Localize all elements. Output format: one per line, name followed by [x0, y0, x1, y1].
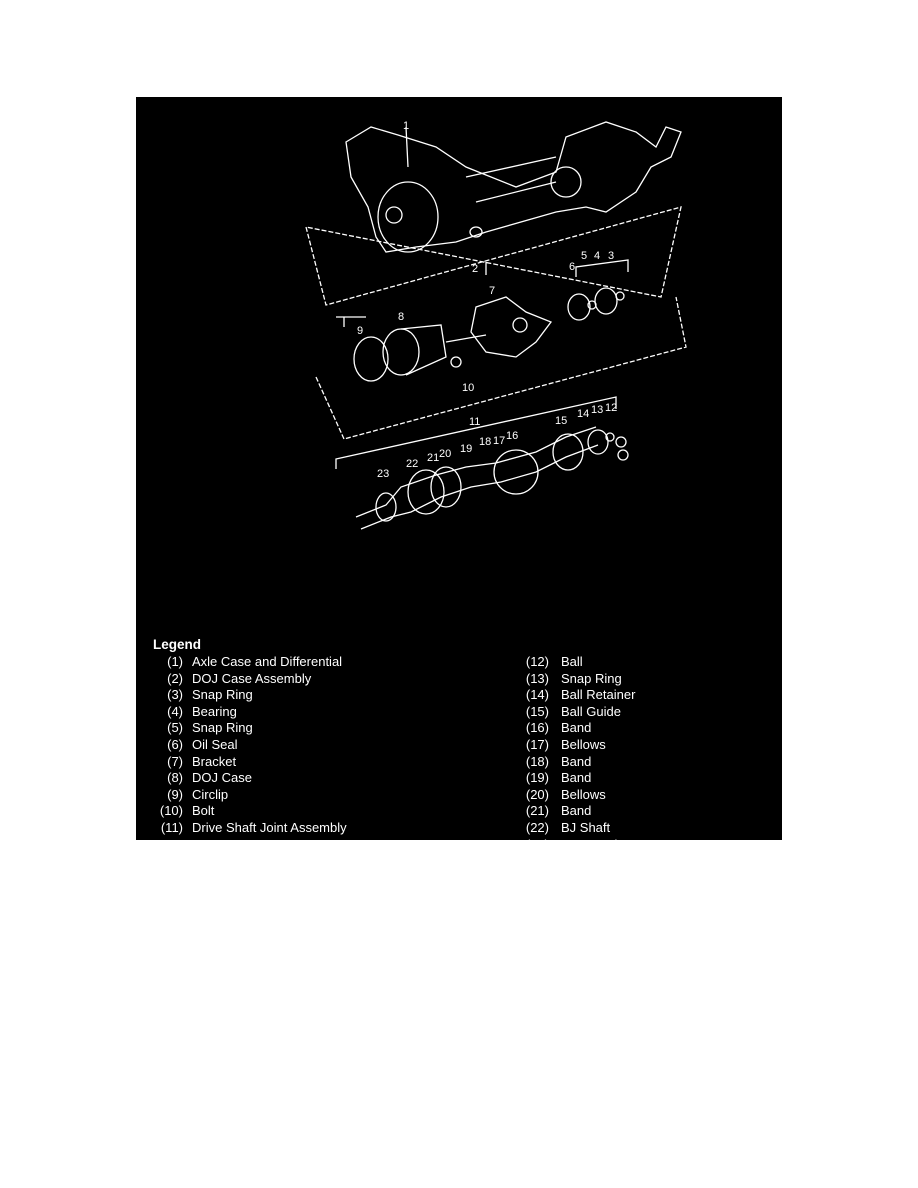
- legend-item-number: (19): [525, 770, 549, 786]
- legend-item-label: Dust Seal: [561, 836, 618, 852]
- legend-item-label: Band: [561, 753, 592, 769]
- callout-7: 7: [489, 285, 495, 297]
- legend-item: (20) Bellows: [136, 787, 782, 803]
- legend-item-label: Ball Retainer: [561, 687, 636, 703]
- legend-item-label: Oil Seal: [192, 737, 238, 752]
- legend-item-label: Bellows: [561, 786, 606, 802]
- callout-2: 2: [472, 263, 478, 275]
- callout-6: 6: [569, 261, 575, 273]
- callout-23: 23: [377, 468, 389, 480]
- legend-item: (15) Ball Guide: [136, 704, 782, 720]
- callout-3: 3: [608, 250, 614, 262]
- legend-item: (11) Drive Shaft Joint Assembly: [136, 820, 782, 836]
- legend-item-number: (9): [167, 786, 183, 802]
- legend-item-number: (2): [167, 670, 183, 686]
- callout-13: 13: [591, 404, 603, 416]
- drive-shaft-exploded-diagram: 1 2 3 4 5 6 7 8 9 10 11 12 13 14 15 16 1…: [305, 120, 687, 530]
- callout-14: 14: [577, 408, 589, 420]
- legend-item: (18) Band: [136, 754, 782, 770]
- legend-item: (23) Dust Seal: [136, 837, 782, 853]
- legend-item-number: (15): [525, 703, 549, 719]
- legend-item: (2) DOJ Case Assembly: [136, 671, 782, 687]
- legend-item-label: Snap Ring: [192, 687, 253, 703]
- legend-item-number: (13): [525, 670, 549, 686]
- legend-item-label: Snap Ring: [192, 720, 253, 736]
- legend-item-label: Bracket: [192, 753, 237, 769]
- legend-item-number: (18): [525, 753, 549, 769]
- callout-17: 17: [493, 435, 505, 447]
- callout-8: 8: [398, 311, 404, 323]
- callout-9: 9: [357, 325, 363, 337]
- legend-item-label: Snap Ring: [561, 670, 622, 686]
- legend-item: (5) Snap Ring: [136, 720, 782, 736]
- legend-item-number: (1): [167, 654, 183, 669]
- callout-22: 22: [406, 458, 418, 470]
- legend-item: (3) Snap Ring: [136, 687, 782, 703]
- callout-16: 16: [506, 430, 518, 442]
- legend-item-number: (4): [167, 703, 183, 719]
- legend-item: (7) Bracket: [136, 754, 782, 770]
- legend-item: (19) Band: [136, 770, 782, 786]
- legend-item-number: (7): [167, 753, 183, 769]
- legend-item-number: (23): [525, 836, 549, 852]
- callout-5: 5: [581, 250, 587, 262]
- legend-item-number: (22): [525, 820, 549, 835]
- legend-item: (17) Bellows: [136, 737, 782, 753]
- axle-case-drawing: [345, 121, 682, 253]
- legend-item-number: (14): [525, 687, 549, 703]
- legend-item-label: DOJ Case Assembly: [192, 670, 312, 686]
- legend-item-label: Bolt: [192, 803, 215, 819]
- legend-item-number: (11): [160, 820, 183, 835]
- callout-20: 20: [439, 448, 451, 460]
- callout-12: 12: [605, 402, 617, 414]
- legend-item: (21) Band: [136, 803, 782, 819]
- legend-item-label: Ball Guide: [561, 703, 621, 719]
- legend-item-label: Bellows: [561, 737, 606, 752]
- legend-item-label: Band: [561, 803, 592, 819]
- legend-item: (22) BJ Shaft: [136, 820, 782, 836]
- legend-item: (16) Band: [136, 720, 782, 736]
- legend-item-number: (5): [167, 720, 183, 736]
- callout-21: 21: [427, 452, 439, 464]
- legend-item: (1) Axle Case and Differential: [136, 654, 782, 670]
- legend-item-number: (3): [167, 687, 183, 703]
- callout-15: 15: [555, 415, 567, 427]
- legend-item-number: (20): [525, 786, 549, 802]
- legend-item-label: BJ Shaft: [561, 820, 611, 835]
- legend-item-label: Ball: [561, 654, 583, 669]
- legend-item-number: (12): [525, 654, 549, 669]
- legend-item-label: Circlip: [192, 786, 229, 802]
- callout-10: 10: [462, 382, 474, 394]
- legend-item: (9) Circlip: [136, 787, 782, 803]
- legend-item-number: (16): [525, 720, 549, 736]
- legend-title: Legend: [153, 637, 202, 652]
- legend-item: (4) Bearing: [136, 704, 782, 720]
- legend-item-number: (17): [525, 737, 549, 752]
- legend-item-label: Bearing: [192, 703, 237, 719]
- legend-item-label: DOJ Case: [192, 770, 252, 786]
- legend-item-label: Band: [561, 720, 592, 736]
- exploded-diagram-figure: 1 2 3 4 5 6 7 8 9 10 11 12 13 14 15 16 1…: [136, 97, 782, 852]
- legend-item: (12) Ball: [136, 654, 782, 670]
- callout-18: 18: [479, 436, 491, 448]
- legend-item: (10) Bolt: [136, 803, 782, 819]
- legend-item: (14) Ball Retainer: [136, 687, 782, 703]
- callout-19: 19: [460, 443, 472, 455]
- callout-4: 4: [594, 250, 600, 262]
- legend-item: (6) Oil Seal: [136, 737, 782, 753]
- legend-item-number: (6): [167, 737, 183, 752]
- callout-1: 1: [403, 120, 409, 132]
- legend-item: (13) Snap Ring: [136, 671, 782, 687]
- legend-item-label: Band: [561, 770, 592, 786]
- legend-item-label: Drive Shaft Joint Assembly: [192, 820, 347, 835]
- legend-item-label: Axle Case and Differential: [192, 654, 343, 669]
- callout-11: 11: [469, 416, 480, 428]
- legend-item-number: (8): [167, 770, 183, 786]
- legend-item-number: (21): [525, 803, 549, 819]
- legend-item: (8) DOJ Case: [136, 770, 782, 786]
- legend-item-number: (10): [159, 803, 183, 819]
